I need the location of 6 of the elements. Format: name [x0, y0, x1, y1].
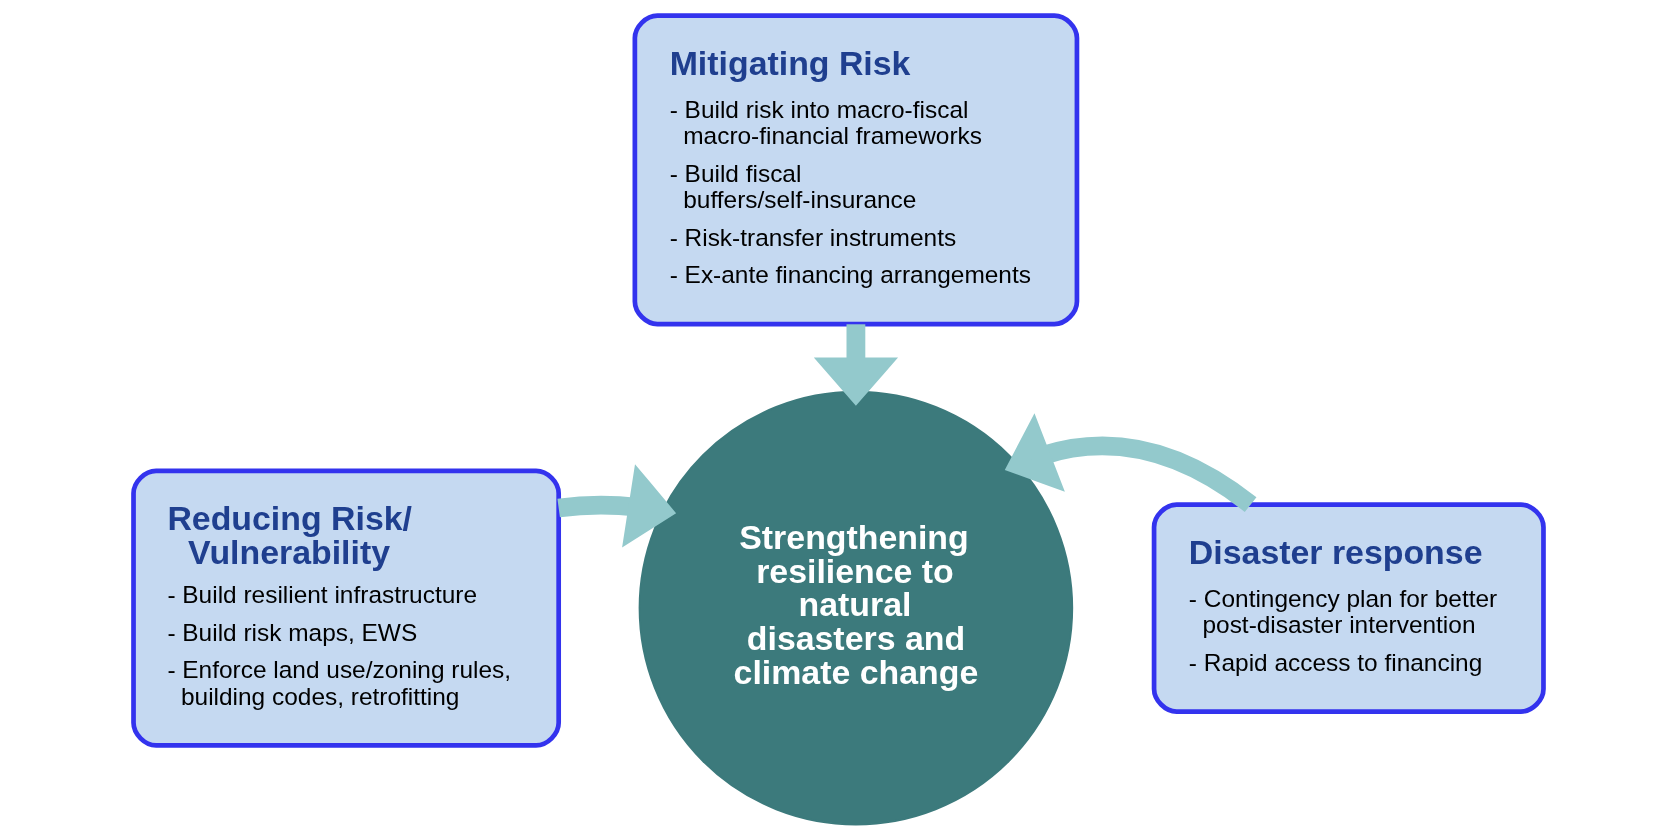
node-box: Disaster response - Contingency plan for better post-disaster intervention - Rapid access to financing	[1151, 502, 1546, 714]
node-circle: Strengthening resilience to natural disasters and climate change	[638, 390, 1074, 826]
node-box: Reducing Risk/ Vulnerability - Build resilient infrastructure - Build risk maps, EWS - Enforce land use/zoning rules, building codes, retrofitting	[131, 468, 561, 748]
arrow	[1004, 413, 1257, 513]
arrow	[813, 324, 899, 406]
node-box: Mitigating Risk - Build risk into macro-fiscal macro-financial frameworks - Build fiscal buffers/self-insurance - Risk-transfer instruments - Ex-ante financing arrangements	[632, 13, 1080, 327]
